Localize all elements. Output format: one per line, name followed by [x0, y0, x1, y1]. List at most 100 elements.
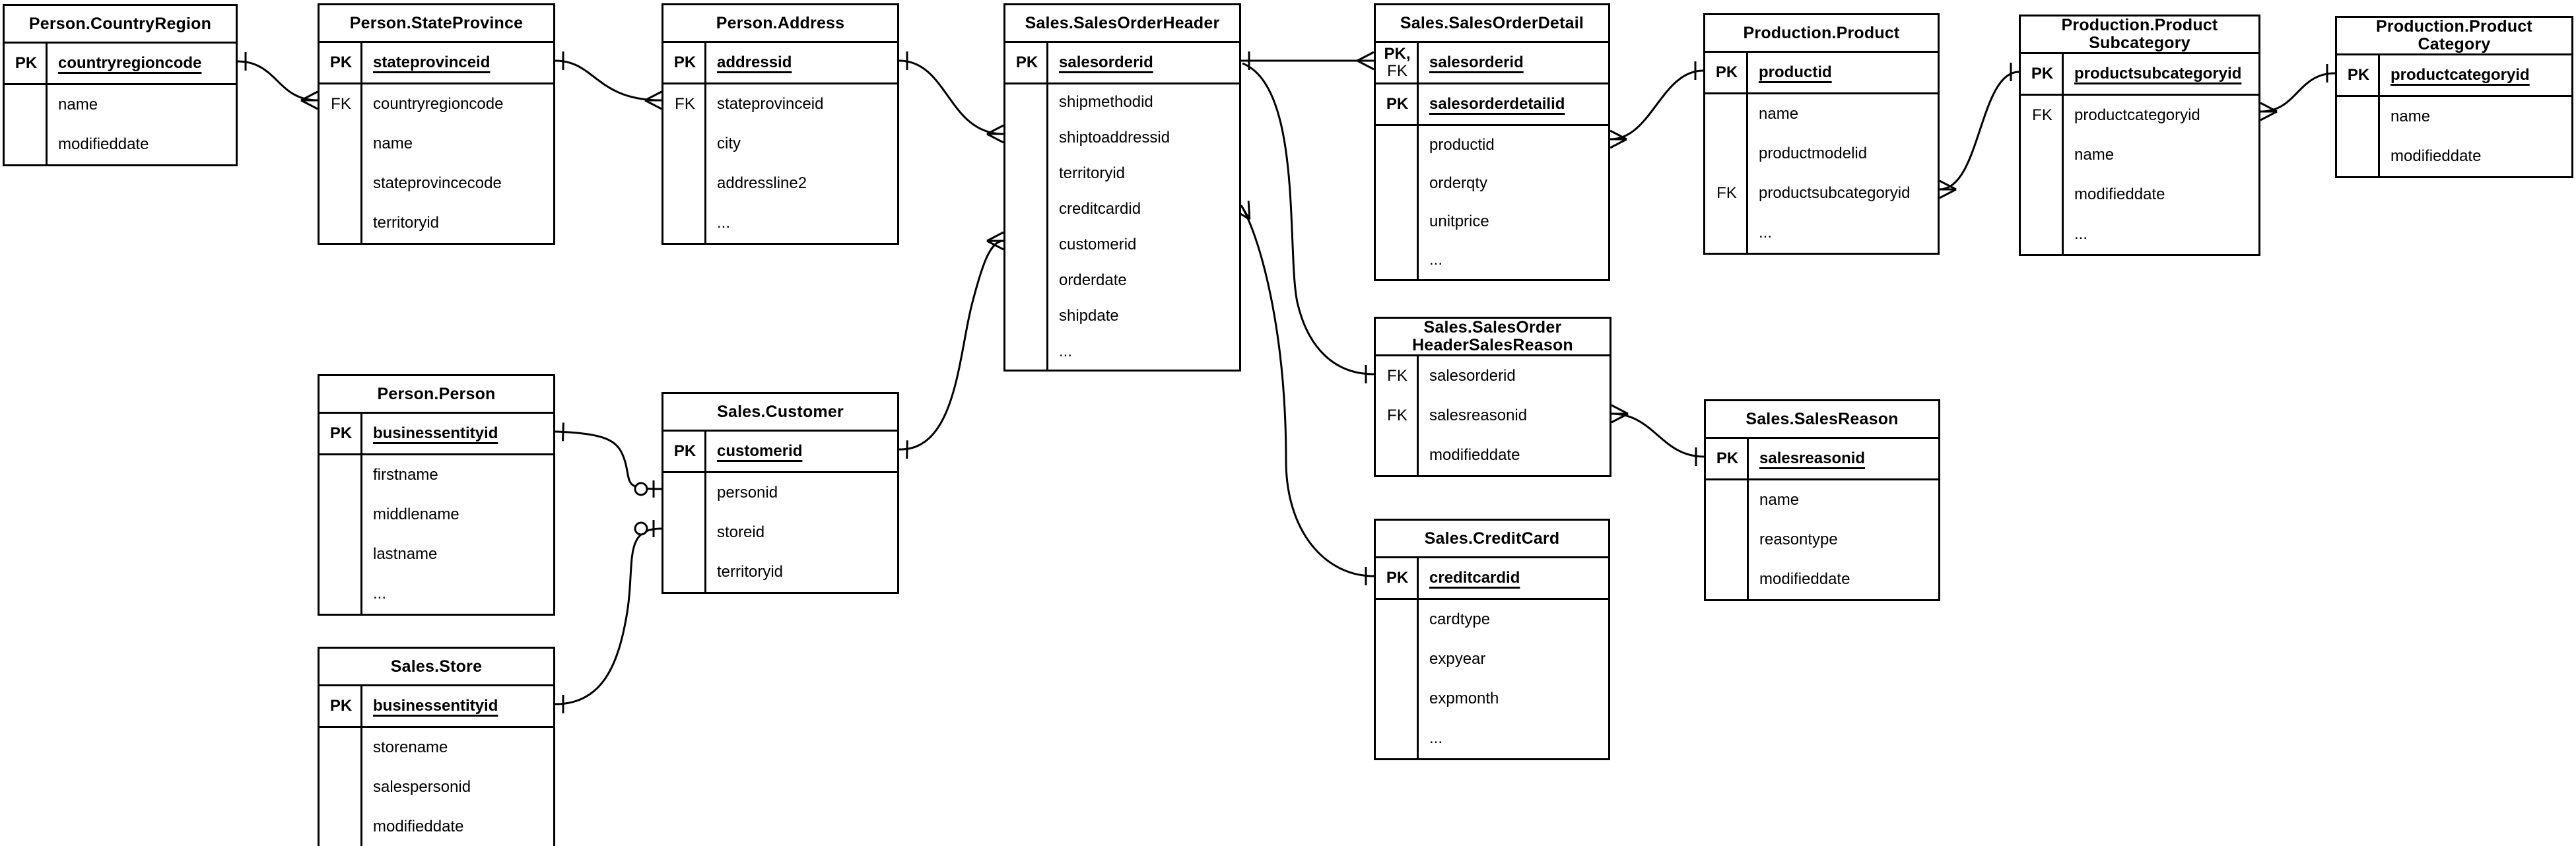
attribute-name-text: stateprovinceid [373, 53, 491, 71]
attribute-row: unitprice [1376, 203, 1608, 241]
attribute-row: addressline2 [663, 164, 897, 203]
attribute-name: shipdate [1048, 307, 1239, 325]
attribute-name-text: shipdate [1059, 307, 1119, 325]
key-badge [1706, 560, 1749, 599]
relationship-productsubcategory-productcategory [2260, 64, 2336, 121]
relationship-address-salesorderheader [898, 51, 1004, 144]
attribute-row: reasontype [1706, 520, 1938, 560]
key-badge-label: PK [329, 424, 353, 442]
relationship-store-customer [555, 520, 662, 713]
attribute-section: PK businessentityid [320, 414, 553, 453]
attribute-row: ... [1376, 719, 1608, 758]
attribute-name-text: shiptoaddressid [1059, 129, 1170, 146]
entity-title-line: Subcategory [2089, 34, 2190, 52]
key-column-divider [360, 43, 362, 243]
relationship-headersalesreason-salesreason [1611, 404, 1705, 466]
entity-title-line: Sales.CreditCard [1424, 529, 1560, 548]
entity-title-line: Sales.Store [390, 657, 483, 676]
entity-title-line: Production.Product [2061, 16, 2218, 34]
attribute-name: ... [1748, 224, 1938, 242]
attribute-name: stateprovinceid [362, 53, 553, 72]
attribute-row: orderqty [1376, 164, 1608, 203]
attribute-name: middlename [362, 505, 553, 524]
attribute-name: name [48, 96, 236, 114]
attribute-name-text: shipmethodid [1059, 93, 1153, 111]
entity-title: Person.Address [663, 5, 897, 43]
attribute-row: ... [2021, 214, 2258, 254]
key-badge-label: FK [1716, 184, 1737, 202]
entity-title: Person.CountryRegion [5, 6, 236, 44]
attribute-row: modifieddate [1706, 560, 1938, 599]
key-badge [1705, 213, 1748, 253]
attribute-row: stateprovincecode [320, 164, 553, 203]
attribute-name: storename [362, 738, 553, 757]
attribute-name: productsubcategoryid [1748, 184, 1938, 203]
attribute-name-text: cardtype [1429, 610, 1491, 628]
entity-title-line: Person.Address [716, 13, 845, 32]
attribute-name: productcategoryid [2064, 106, 2258, 125]
attribute-name-text: lastname [373, 545, 438, 563]
attribute-row: lastname [320, 535, 553, 574]
attribute-name-text: territoryid [717, 563, 784, 581]
key-badge-label: PK [329, 697, 353, 715]
attribute-name-text: businessentityid [373, 424, 498, 442]
attribute-name-text: expyear [1429, 650, 1486, 668]
attribute-name-text: reasontype [1759, 531, 1838, 548]
entity-title-line: Production.Product [2376, 17, 2532, 36]
attribute-row: personid [663, 473, 897, 513]
key-column-divider [704, 43, 706, 243]
attribute-name: addressline2 [706, 174, 897, 193]
attribute-name: name [1749, 491, 1938, 509]
relationship-product-productsubcategory [1939, 63, 2019, 199]
attribute-row: shipmethodid [1005, 84, 1239, 120]
key-badge-label: FK [1387, 367, 1407, 385]
key-badge-label: PK, [1384, 45, 1411, 63]
attribute-section: personid storeid territoryid [663, 471, 897, 592]
attribute-row: PK businessentityid [320, 414, 553, 453]
entity-title-line: Sales.SalesReason [1746, 409, 1899, 428]
key-column-divider [1417, 43, 1419, 279]
entity-title-line: Sales.Customer [717, 402, 844, 421]
key-badge: PK [1705, 53, 1748, 92]
attribute-name: personid [706, 484, 897, 502]
relationship-countryregion-stateprovince [237, 52, 318, 110]
entity-title-line: Production.Product [1743, 23, 1900, 42]
attribute-name: name [1748, 105, 1938, 123]
attribute-name-text: orderdate [1059, 271, 1127, 289]
attribute-row: ... [320, 574, 553, 614]
attribute-name: ... [1048, 342, 1239, 361]
entity-title-line: Person.StateProvince [349, 13, 524, 32]
attribute-name-text: productcategoryid [2390, 66, 2530, 84]
attribute-name-text: modifieddate [2390, 147, 2482, 165]
key-badge: PK [1706, 439, 1749, 478]
attribute-name-text: storeid [717, 523, 765, 541]
key-badge [1706, 480, 1749, 520]
attribute-name-text: modifieddate [373, 818, 464, 835]
